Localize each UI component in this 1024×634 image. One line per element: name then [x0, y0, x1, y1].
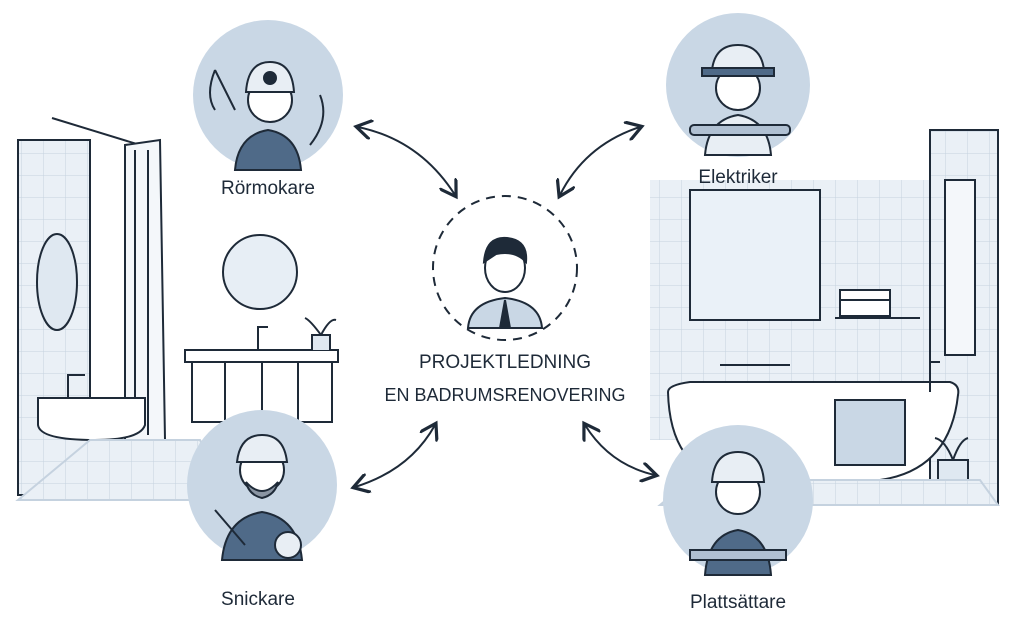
label-snickare: Snickare	[221, 589, 295, 610]
label-elektriker: Elektriker	[698, 167, 778, 188]
arrow-plattsattare	[585, 425, 655, 475]
project-manager-figure	[432, 195, 578, 341]
label-plattsattare: Plattsättare	[689, 592, 787, 613]
left-bathroom-illustration	[15, 117, 339, 501]
center-subtitle: EN BADRUMSRENOVERING	[384, 385, 626, 405]
connection-arrows	[355, 127, 655, 487]
label-rormokare: Rörmokare	[221, 178, 315, 199]
arrow-rormokare	[358, 127, 455, 195]
center-title: PROJEKTLEDNING	[418, 352, 592, 373]
worker-rormokare	[193, 20, 343, 171]
arrow-snickare	[355, 425, 435, 487]
arrow-elektriker	[560, 127, 640, 195]
worker-plattsattare	[663, 425, 813, 576]
worker-snickare	[187, 410, 337, 561]
worker-elektriker	[666, 13, 810, 157]
